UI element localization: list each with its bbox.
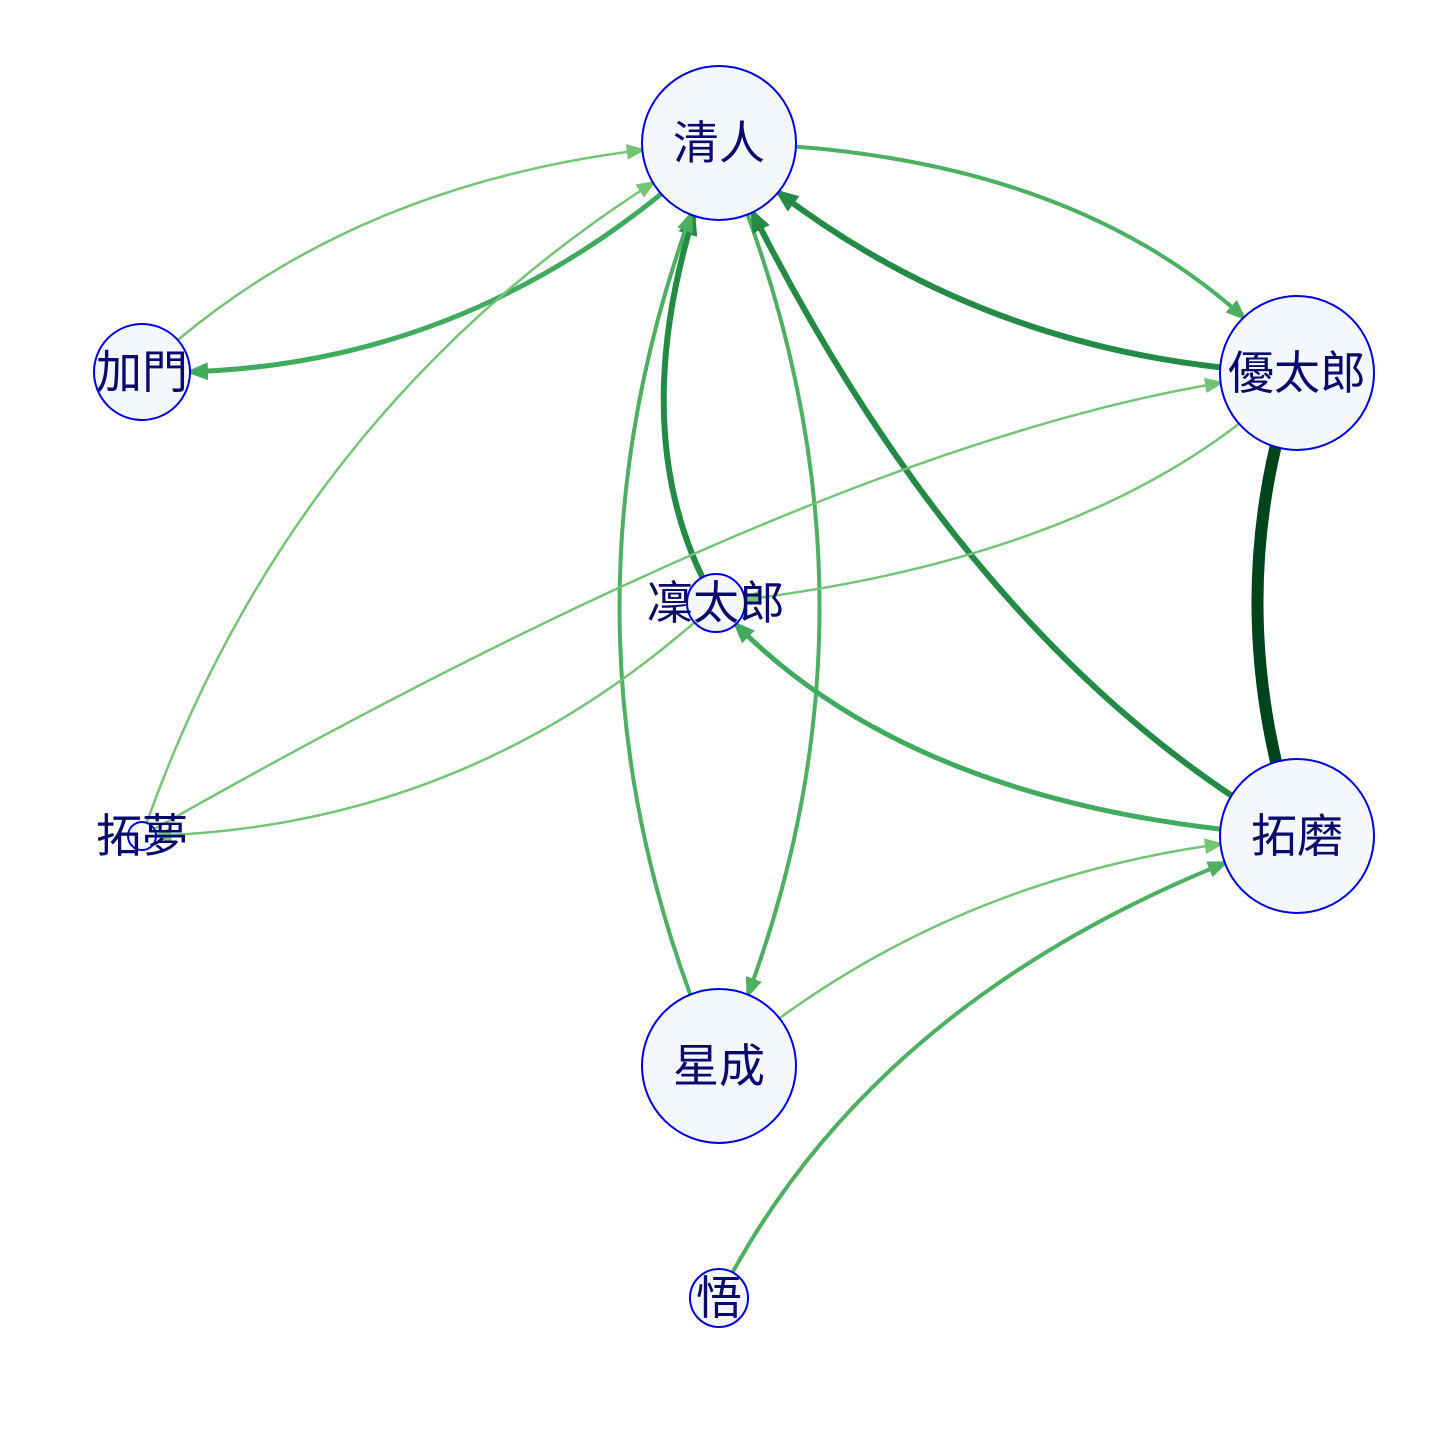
edge-yutaro-to-kiyoto <box>774 189 1224 371</box>
edge-seina-to-kiyoto <box>617 210 693 997</box>
edge-takuma-to-rintaro <box>732 621 1223 832</box>
edge-rintaro-to-kiyoto <box>660 211 706 581</box>
edge-takumu-to-yutaro <box>152 377 1225 831</box>
edge-seina-to-takuma <box>778 838 1225 1020</box>
node-rintaro: 凜太郎 <box>647 573 785 633</box>
node-label: 拓磨 <box>1251 809 1343 863</box>
node-takuma: 拓磨 <box>1219 758 1375 914</box>
node-circle <box>689 1268 749 1328</box>
edge-yutaro-to-takuma <box>1251 440 1282 768</box>
node-circle <box>686 573 746 633</box>
node-label: 拓夢 <box>96 809 188 863</box>
edge-kamon-to-kiyoto <box>176 144 647 342</box>
edge-takumu-to-kiyoto <box>145 180 657 825</box>
edge-rintaro-to-takumu <box>152 621 696 843</box>
node-circle <box>641 988 797 1144</box>
node-label: 悟 <box>696 1271 742 1325</box>
edge-kiyoto-to-kamon <box>185 191 664 381</box>
node-kamon: 加門 <box>93 323 191 421</box>
node-takumu: 拓夢 <box>96 809 188 863</box>
node-label: 加門 <box>96 345 188 399</box>
edge-takuma-to-kiyoto <box>749 208 1235 799</box>
node-label: 優太郎 <box>1228 346 1366 400</box>
node-circle <box>1219 295 1375 451</box>
edge-kiyoto-to-seina <box>745 212 822 999</box>
node-seina: 星成 <box>641 988 797 1144</box>
node-satoru: 悟 <box>689 1268 749 1328</box>
node-kiyoto: 清人 <box>641 65 797 221</box>
node-circle <box>641 65 797 221</box>
node-label: 清人 <box>673 116 765 170</box>
edge-kiyoto-to-yutaro <box>793 144 1247 321</box>
node-yutaro: 優太郎 <box>1219 295 1375 451</box>
node-circle <box>1219 758 1375 914</box>
node-label: 凜太郎 <box>647 576 785 630</box>
node-circle <box>93 323 191 421</box>
node-label: 星成 <box>673 1039 765 1093</box>
edge-yutaro-to-rintaro <box>740 422 1241 606</box>
edge-satoru-to-takuma <box>730 861 1229 1275</box>
node-circle <box>127 821 157 851</box>
edges-layer <box>145 144 1282 1275</box>
